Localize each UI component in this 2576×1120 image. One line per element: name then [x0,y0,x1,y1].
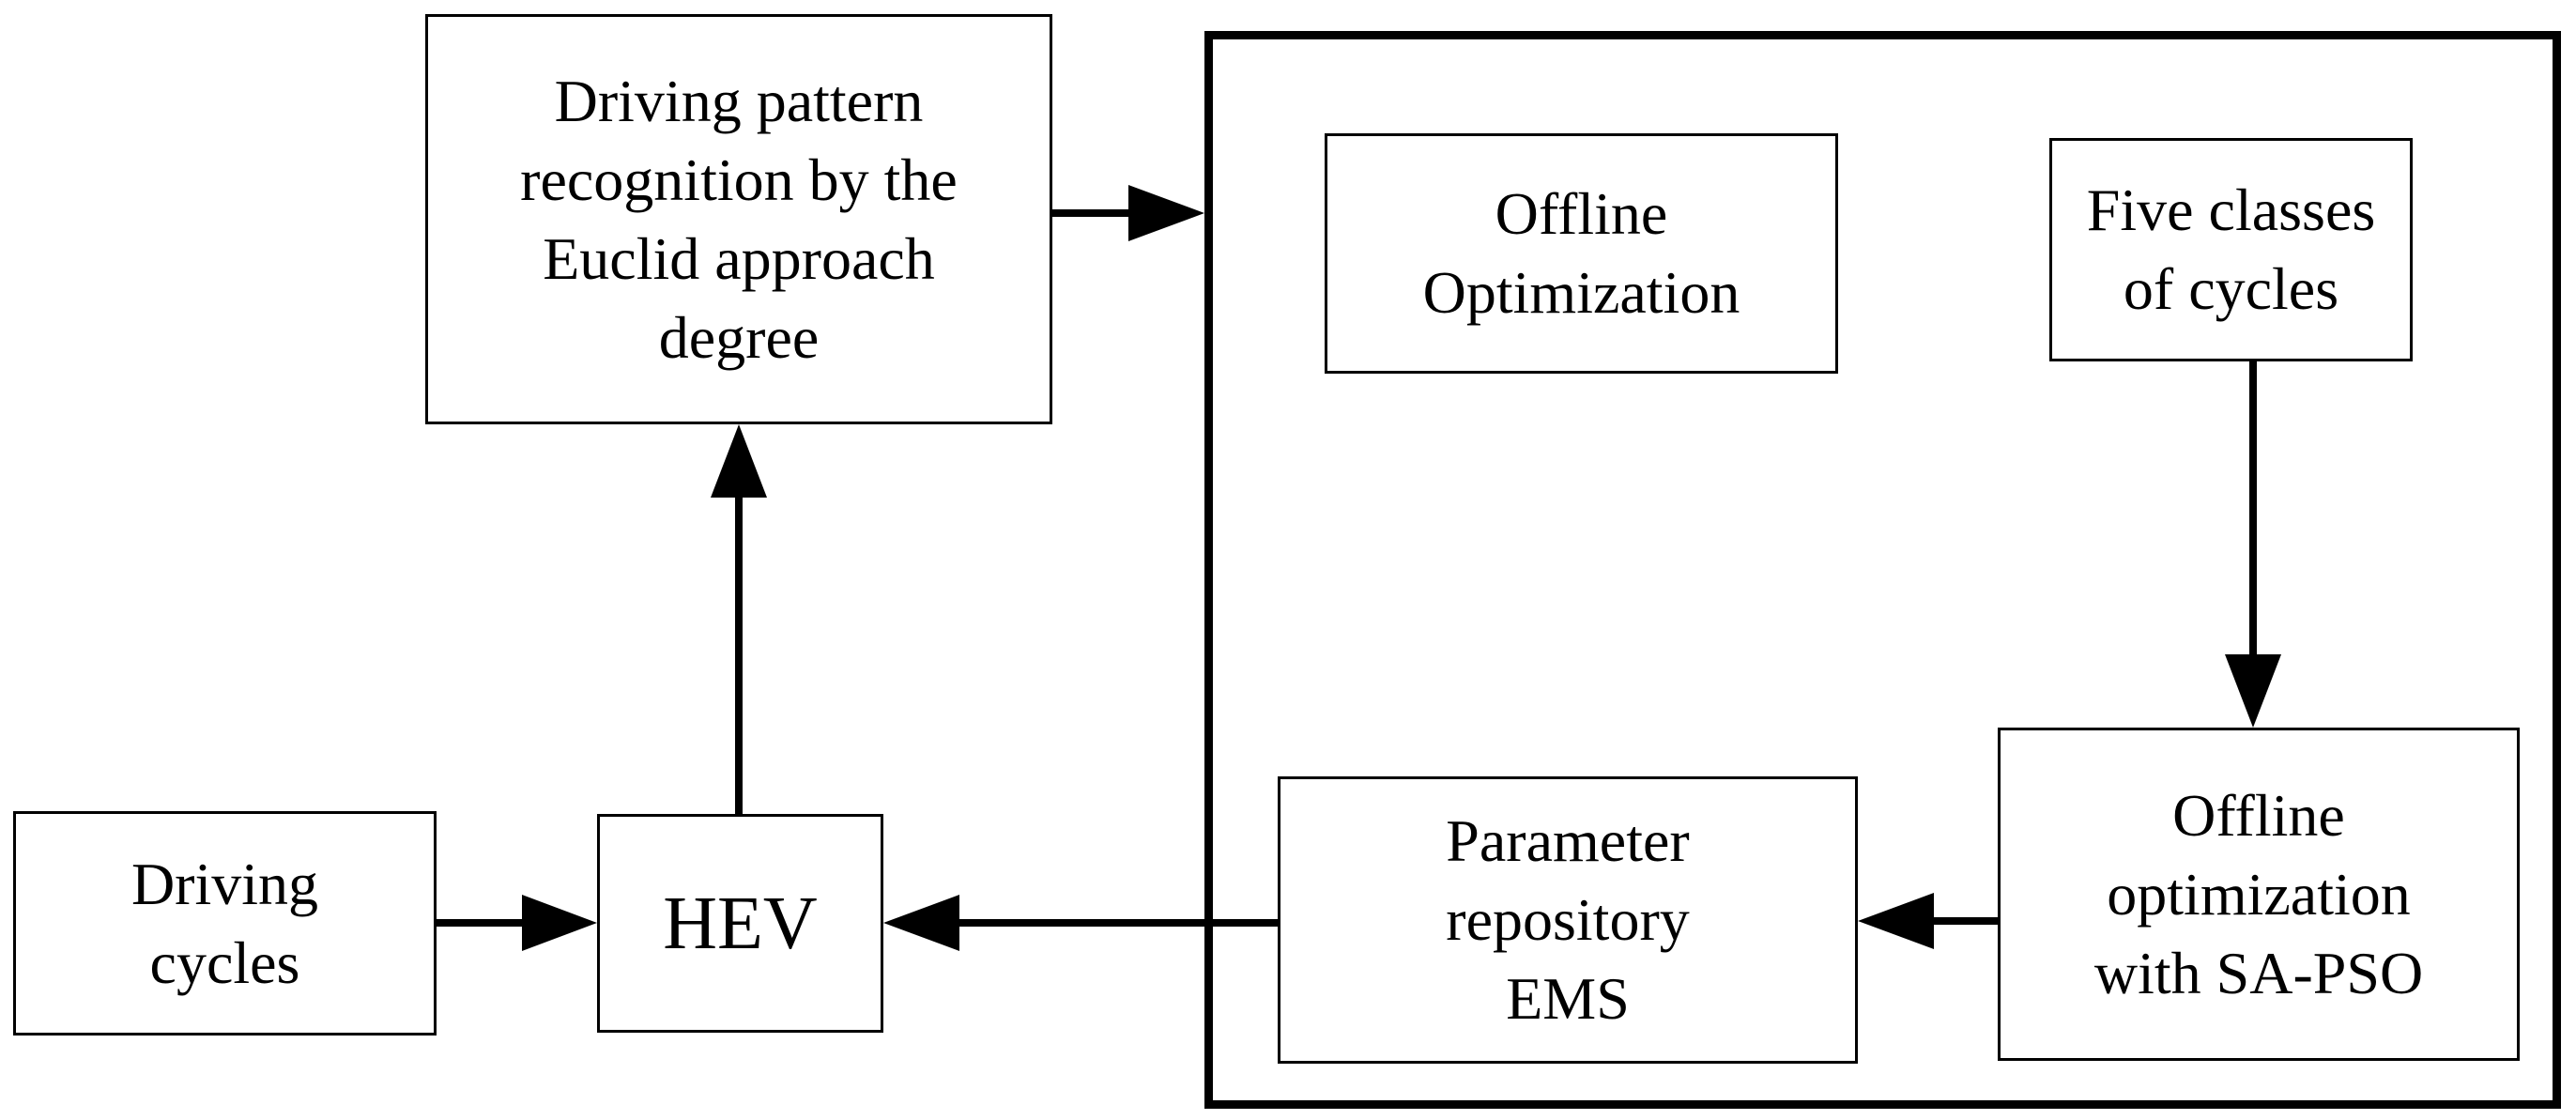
offline-optimization-group [1204,31,2561,1109]
arrowhead-into-group [1128,185,1204,241]
arrowhead-into-sa-pso [2225,654,2281,728]
pattern-recognition-label: Driving pattern recognition by the Eucli… [520,67,958,371]
arrowhead-into-parameter-repository [1858,893,1934,949]
offline-sa-pso-label: Offline optimization with SA-PSO [2093,781,2424,1006]
hev-label: HEV [663,882,818,965]
driving-cycles-box: Driving cycles [13,811,437,1036]
pattern-recognition-box: Driving pattern recognition by the Eucli… [425,14,1052,424]
offline-sa-pso-box: Offline optimization with SA-PSO [1998,728,2520,1061]
arrowhead-into-pattern-recognition [711,424,767,498]
arrowhead-into-hev-left [522,895,597,951]
offline-optimization-title-label: Offline Optimization [1422,180,1740,326]
hev-box: HEV [597,814,883,1033]
five-classes-label: Five classes of cycles [2086,176,2376,322]
driving-cycles-label: Driving cycles [130,850,319,996]
offline-optimization-title-box: Offline Optimization [1325,133,1838,374]
parameter-repository-box: Parameter repository EMS [1278,776,1858,1064]
five-classes-box: Five classes of cycles [2049,138,2413,361]
arrowhead-into-hev-right [883,895,959,951]
parameter-repository-label: Parameter repository EMS [1446,807,1690,1032]
